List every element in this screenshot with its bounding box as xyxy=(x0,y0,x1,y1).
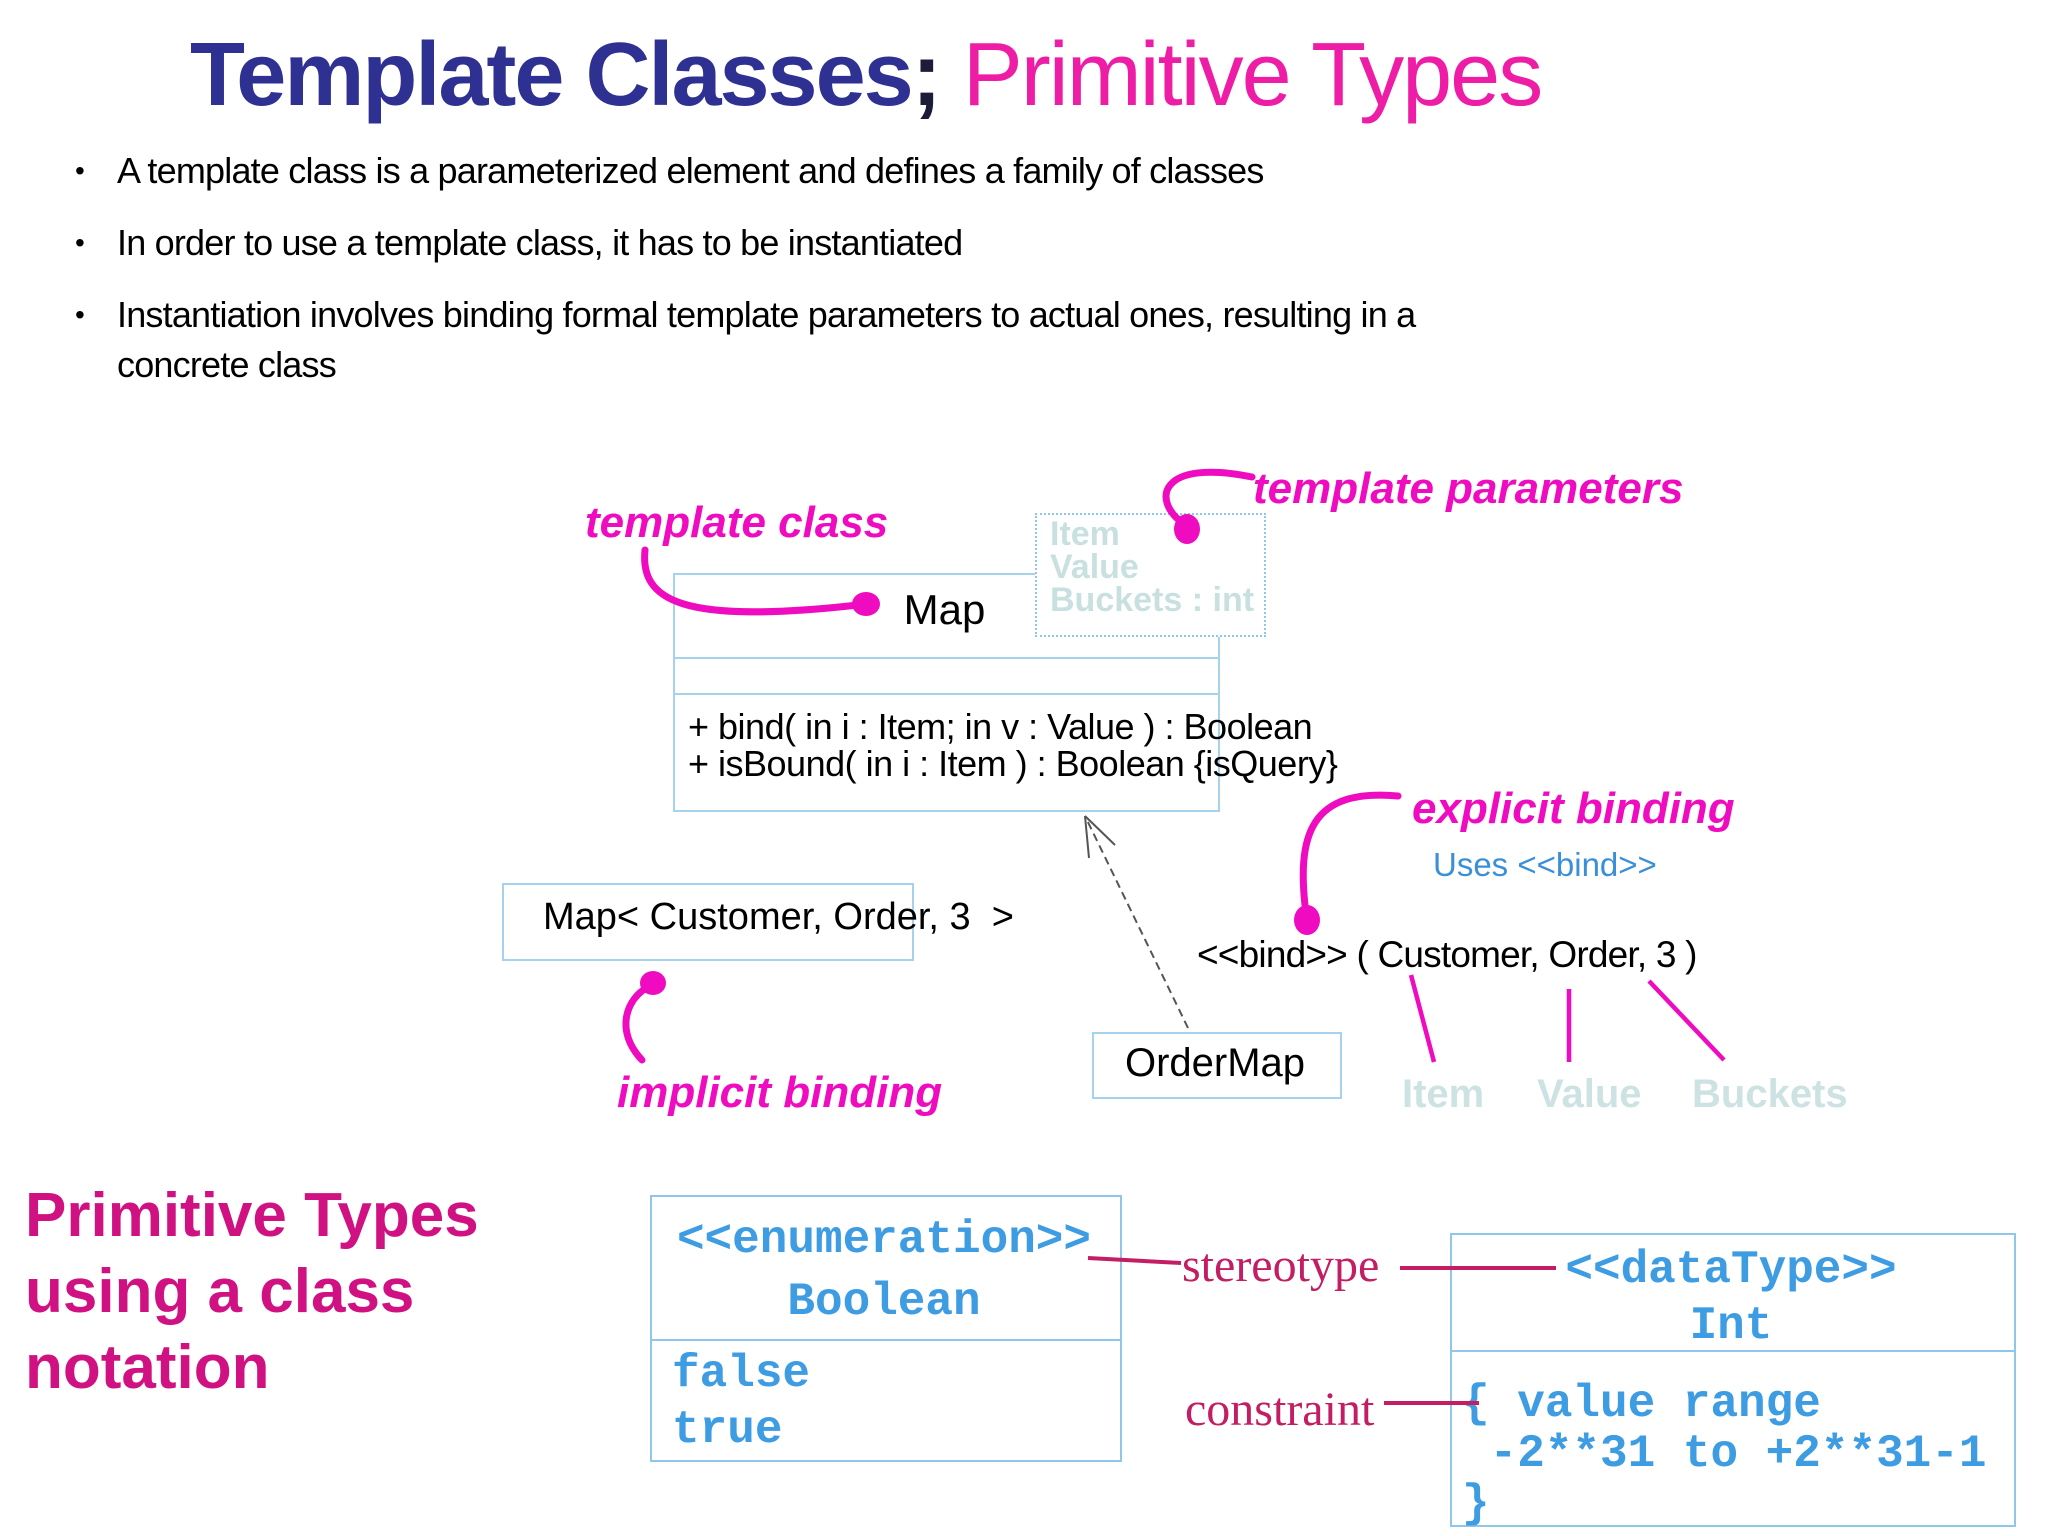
bullet-text: A template class is a parameterized elem… xyxy=(117,150,1264,191)
uml-class-box-ordermap xyxy=(1092,1032,1342,1099)
template-parameter-list: Item Value Buckets : int xyxy=(1050,515,1255,619)
title-template-classes: Template Classes xyxy=(190,25,914,125)
param-label-buckets: Buckets xyxy=(1692,1072,1848,1116)
explicit-binding-curve xyxy=(1299,791,1402,918)
bind-dependency-arrow xyxy=(1084,815,1189,1029)
uml-class-name-bound-map: Map< Customer, Order, 3 > xyxy=(543,896,1014,938)
callout-template-parameters: template parameters xyxy=(1253,464,1684,513)
uml-operation: + bind( in i : Item; in v : Value ) : Bo… xyxy=(688,706,1313,747)
bullet-marker: • xyxy=(75,155,85,186)
implicit-binding-curve xyxy=(622,982,654,1064)
template-parameter: Buckets : int xyxy=(1050,581,1255,619)
uml-template-parameter-box xyxy=(1035,513,1266,637)
primitive-types-heading: Primitive Types using a class notation xyxy=(25,1178,479,1406)
enumeration-literal: true xyxy=(672,1404,783,1456)
title-separator: ; xyxy=(911,25,963,125)
uses-bind-note: Uses <<bind>> xyxy=(1433,846,1657,883)
uml-enumeration-box-boolean xyxy=(650,1195,1122,1462)
bind-argument-lines xyxy=(1408,974,1726,1063)
enumeration-literal: false xyxy=(672,1348,811,1400)
uml-class-name-ordermap: OrderMap xyxy=(1124,1041,1306,1085)
heading-line: Primitive Types xyxy=(25,1181,479,1250)
callout-constraint: constraint xyxy=(1185,1383,1375,1436)
callout-stereotype: stereotype xyxy=(1182,1239,1380,1292)
heading-line: notation xyxy=(25,1333,270,1402)
uml-compartment-divider xyxy=(673,693,1220,695)
callout-template-class: template class xyxy=(585,498,889,547)
datatype-constraint-line: } xyxy=(1462,1478,1490,1530)
bullet-item: • Instantiation involves binding formal … xyxy=(75,290,1535,390)
enumeration-name: Boolean xyxy=(787,1276,981,1328)
param-label-item: Item xyxy=(1402,1072,1485,1116)
bullet-item: • A template class is a parameterized el… xyxy=(75,146,1535,196)
bullet-marker: • xyxy=(75,227,85,258)
uml-compartment-divider xyxy=(650,1339,1122,1341)
uml-class-box-bound-map xyxy=(502,883,914,961)
callout-explicit-binding: explicit binding xyxy=(1412,784,1735,833)
uml-class-name-map: Map xyxy=(903,586,986,633)
bullet-item: • In order to use a template class, it h… xyxy=(75,218,1535,268)
template-parameter: Value xyxy=(1050,548,1139,586)
bind-expression: <<bind>> ( Customer, Order, 3 ) xyxy=(1197,934,1697,975)
heading-line: using a class xyxy=(25,1257,415,1326)
uml-datatype-box-int xyxy=(1450,1233,2016,1527)
param-label-value: Value xyxy=(1537,1072,1642,1116)
datatype-name: Int xyxy=(1689,1300,1773,1352)
uml-compartment-divider xyxy=(673,657,1220,659)
bullet-marker: • xyxy=(75,299,85,330)
template-parameter: Item xyxy=(1050,515,1120,553)
enumeration-stereotype: <<enumeration>> xyxy=(676,1214,1092,1266)
bullet-list: • A template class is a parameterized el… xyxy=(75,146,1535,412)
bullet-text: In order to use a template class, it has… xyxy=(117,222,963,263)
title-primitive-types: Primitive Types xyxy=(962,25,1544,125)
bullet-text: Instantiation involves binding formal te… xyxy=(117,294,1416,385)
uml-compartment-divider xyxy=(1450,1350,2016,1352)
uml-operation: + isBound( in i : Item ) : Boolean {isQu… xyxy=(688,743,1338,784)
callout-implicit-binding: implicit binding xyxy=(617,1068,943,1117)
datatype-constraint-line: { value range xyxy=(1462,1378,1821,1430)
datatype-stereotype: <<dataType>> xyxy=(1565,1244,1897,1296)
slide-title: Template Classes; Primitive Types xyxy=(190,20,1544,130)
datatype-constraint-line: -2**31 to +2**31-1 xyxy=(1462,1428,1987,1480)
